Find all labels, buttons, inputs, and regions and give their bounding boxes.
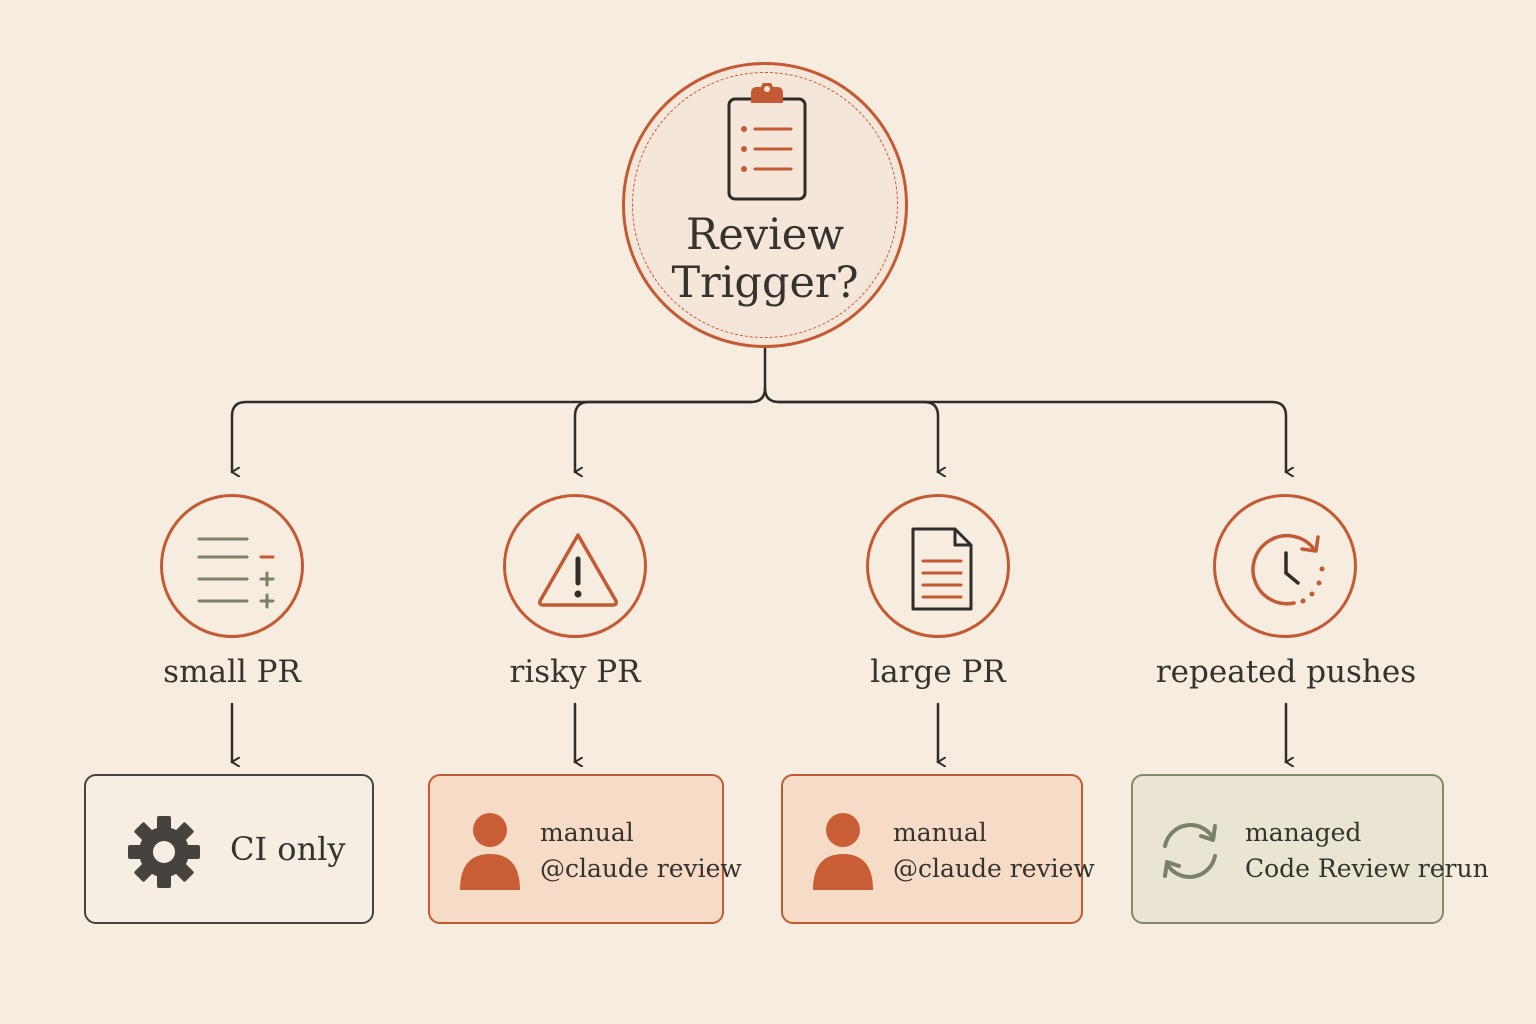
outcome-line1-managed: managed	[1245, 818, 1362, 847]
branch-node-repeated-pushes	[1213, 494, 1357, 638]
outcome-box-large-manual-review: manual @claude review	[781, 774, 1095, 924]
outcome-line2-managed: Code Review rerun	[1245, 854, 1489, 883]
refresh-arrows-icon	[1163, 823, 1217, 879]
warning-triangle-icon	[538, 533, 618, 607]
branch-node-large-pr	[866, 494, 1010, 638]
branch-label-risky-pr: risky PR	[509, 654, 641, 690]
clock-refresh-icon	[1251, 534, 1325, 606]
outcome-line2-risky: @claude review	[540, 854, 742, 883]
branch-label-large-pr: large PR	[870, 654, 1006, 690]
root-dashed-ring	[632, 72, 898, 338]
root-decision-node: Review Trigger?	[622, 62, 908, 348]
outcome-line2-large: @claude review	[893, 854, 1095, 883]
clipboard-list-icon	[727, 83, 807, 201]
document-icon	[911, 527, 973, 611]
person-icon	[460, 813, 520, 890]
person-icon	[813, 813, 873, 890]
branch-label-small-pr: small PR	[163, 654, 301, 690]
branch-node-small-pr	[160, 494, 304, 638]
outcome-line1-risky: manual	[540, 818, 634, 847]
outcome-text-ci-only: CI only	[230, 830, 346, 868]
outcome-box-ci-only: CI only	[84, 774, 374, 924]
outcome-line1-large: manual	[893, 818, 987, 847]
branch-node-risky-pr	[503, 494, 647, 638]
root-title: Review Trigger?	[671, 210, 859, 308]
outcome-box-managed-rerun: managed Code Review rerun	[1131, 774, 1489, 924]
outcome-box-risky-manual-review: manual @claude review	[428, 774, 742, 924]
diff-lines-icon	[197, 537, 275, 609]
branch-label-repeated-pushes: repeated pushes	[1155, 654, 1417, 690]
gear-icon	[128, 816, 200, 888]
